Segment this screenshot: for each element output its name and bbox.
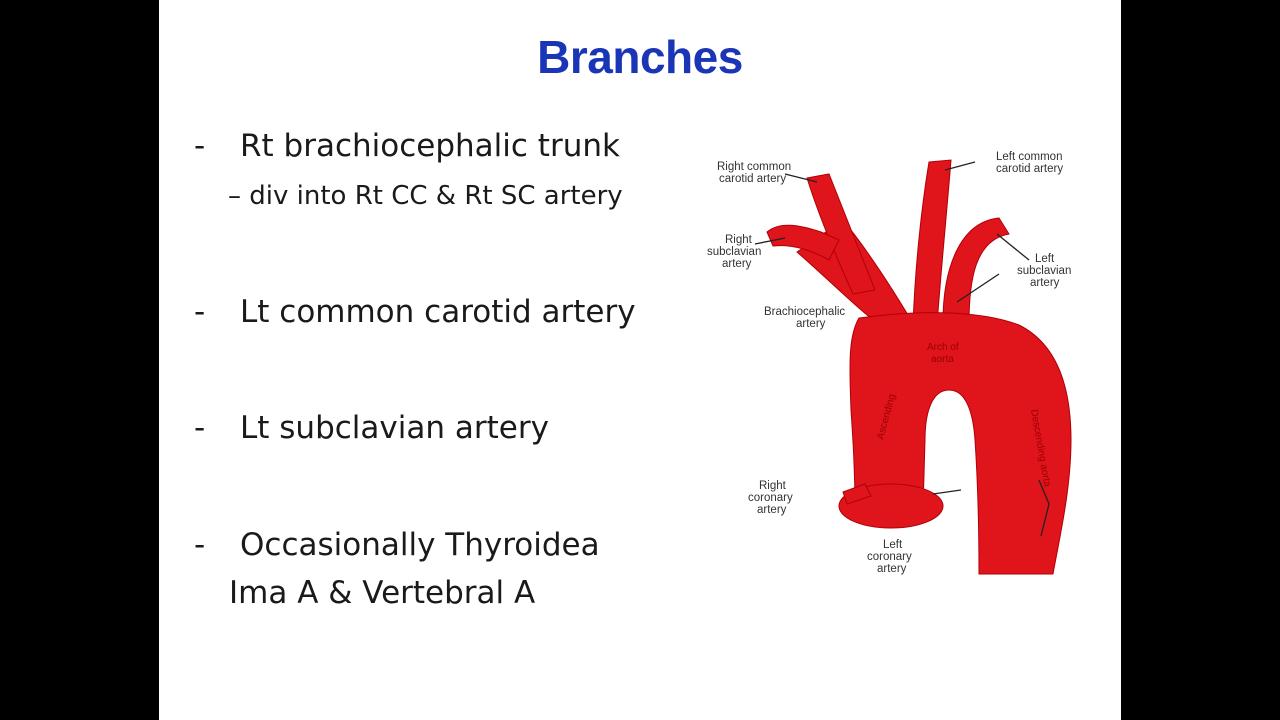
bullet-text: Lt subclavian artery — [240, 410, 549, 446]
leader-right-common-carotid — [784, 173, 818, 183]
slide-title: Branches — [537, 31, 743, 83]
arch-of-aorta-label-1: Arch of — [927, 342, 959, 353]
leader-right-subclavian — [754, 237, 786, 245]
right-common-carotid-shape — [806, 173, 876, 295]
right-subclavian-shape — [766, 224, 840, 261]
bullet-dash: - — [194, 128, 206, 164]
bullet-4: -Occasionally Thyroidea — [194, 527, 600, 563]
label-left-subclavian-1: Left — [1035, 253, 1055, 265]
label-right-subclavian-1: Right — [725, 234, 753, 246]
artery-shapes — [766, 159, 1072, 575]
sub-bullet-1: – div into Rt CC & Rt SC artery — [228, 181, 623, 211]
label-left-coronary-2: coronary — [867, 551, 912, 563]
leader-left-subclavian — [996, 233, 1030, 261]
slide: Branches -Rt brachiocephalic trunk – div… — [159, 0, 1121, 720]
label-left-common-carotid-1: Left common — [996, 151, 1062, 163]
bullet-dash: - — [194, 527, 206, 563]
label-right-common-carotid-1: Right common — [717, 161, 791, 173]
left-subclavian-shape — [942, 217, 1010, 325]
label-brachiocephalic-1: Brachiocephalic — [764, 306, 845, 318]
label-right-subclavian-2: subclavian — [707, 246, 761, 258]
arch-of-aorta-label-2: aorta — [931, 354, 954, 365]
label-right-common-carotid-2: carotid artery — [719, 173, 786, 185]
leader-left-common-carotid — [944, 161, 976, 171]
leader-right-coronary — [932, 489, 962, 495]
right-coronary-stub — [842, 483, 872, 505]
leader-left-coronary — [1038, 479, 1050, 537]
bullet-text: Lt common carotid artery — [240, 294, 636, 330]
aortic-arch-diagram: Arch of aorta Ascending Descending aorta… — [707, 151, 1072, 575]
bullet-dash: - — [194, 294, 206, 330]
label-left-coronary-1: Left — [883, 539, 903, 551]
label-right-subclavian-3: artery — [722, 258, 752, 270]
bullet-dash: - — [194, 410, 206, 446]
diagram-labels: Right common carotid artery Left common … — [707, 151, 1071, 575]
bullet-4-continuation: Ima A & Vertebral A — [229, 575, 536, 611]
leader-brachiocephalic — [956, 273, 1000, 303]
bullet-1: -Rt brachiocephalic trunk — [194, 128, 620, 164]
label-left-coronary-3: artery — [877, 563, 907, 575]
bullet-3: -Lt subclavian artery — [194, 410, 549, 446]
label-left-subclavian-2: subclavian — [1017, 265, 1071, 277]
label-right-coronary-1: Right — [759, 480, 787, 492]
bullet-text: Rt brachiocephalic trunk — [240, 128, 620, 164]
label-right-coronary-3: artery — [757, 504, 787, 516]
label-left-common-carotid-2: carotid artery — [996, 163, 1063, 175]
label-brachiocephalic-2: artery — [796, 318, 826, 330]
label-right-coronary-2: coronary — [748, 492, 793, 504]
bullet-text: Occasionally Thyroidea — [240, 527, 600, 563]
bullet-2: -Lt common carotid artery — [194, 294, 636, 330]
label-left-subclavian-3: artery — [1030, 277, 1060, 289]
